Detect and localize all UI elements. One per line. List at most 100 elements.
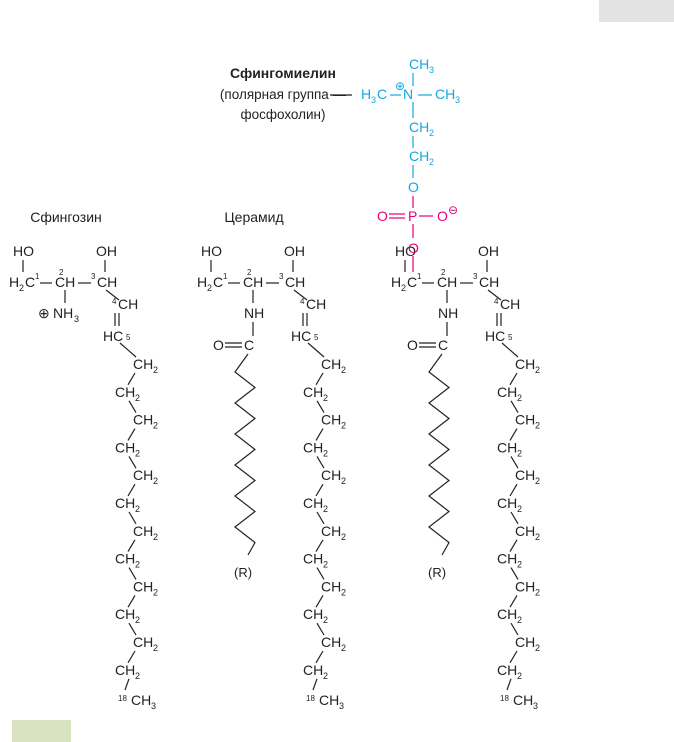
chain-bond [315,539,324,552]
subscript: 2 [153,476,158,486]
subscript: 2 [323,671,328,681]
chain-bond [128,622,137,636]
r-group-label: (R) [234,565,252,580]
p-double-o-label: O [377,208,388,224]
locant-4: 4 [300,297,305,306]
c4-ch-label: CH [118,296,138,312]
subscript: 2 [535,476,540,486]
subscript: 2 [517,671,522,681]
oh-label: OH [284,243,305,259]
chain-ch2: CH [303,495,323,511]
choline-ch2-b: CH [409,148,429,164]
chain-bond [501,342,519,358]
c3-c4-bond [487,289,502,301]
locant-5: 5 [314,333,319,342]
chain-ch2: CH [133,523,153,539]
locant-18: 18 [118,694,127,703]
subscript: 2 [341,532,346,542]
subscript: 2 [341,365,346,375]
amide-c-label: C [438,337,448,353]
terminal-ch3: CH [131,692,151,708]
sphingomyelin-title: Сфингомиелин [230,65,336,81]
chain-ch2: CH [115,551,135,567]
chain-bond [509,483,518,497]
subscript: 2 [323,504,328,514]
chain-bond [127,428,136,441]
locant-4: 4 [112,297,117,306]
chain-ch2: CH [133,578,153,594]
amide-o-label: O [407,337,418,353]
ceramide-label: Церамид [224,209,283,225]
plus-charge: ⊕ [38,305,50,321]
nh-label: NH [244,305,264,321]
h2c-label-c: C [25,274,35,290]
chain-bond [316,622,325,636]
chain-bond [312,678,318,691]
chain-bond [128,400,137,413]
h2c-label-c: C [213,274,223,290]
chain-bond [127,483,136,497]
c5-hc-label: HC [103,328,123,344]
chain-bond [510,622,519,636]
subscript: 2 [517,448,522,458]
locant-3: 3 [473,272,478,281]
chain-bond [128,456,137,469]
c3-ch-label: CH [97,274,117,290]
subscript: 2 [323,448,328,458]
chain-bond [307,342,325,358]
chain-ch2: CH [303,551,323,567]
chain-ch2: CH [303,439,323,455]
locant-4: 4 [494,297,499,306]
chain-ch2: CH [321,412,341,428]
subscript: 2 [517,560,522,570]
chain-ch2: CH [115,606,135,622]
chain-bond [128,511,137,525]
c4-ch-label: CH [306,296,326,312]
chain-ch2: CH [515,578,535,594]
chain-ch2: CH [497,439,517,455]
nh-label: NH [438,305,458,321]
subscript: 3 [339,701,344,711]
chain-ch2: CH [321,467,341,483]
grey-corner-box [599,0,674,22]
minus-charge: ⊖ [448,203,458,217]
c5-hc-label: HC [485,328,505,344]
chain-bond [509,650,518,664]
subscript: 3 [533,701,538,711]
subscript: 2 [207,283,212,293]
locant-18: 18 [306,694,315,703]
p-o-minus-label: O [437,208,448,224]
chain-ch2: CH [133,467,153,483]
chain-bond [315,595,324,608]
subscript: 2 [535,532,540,542]
chain-ch2: CH [321,634,341,650]
subscript: 2 [341,643,346,653]
r-group-label: (R) [428,565,446,580]
acyl-chain [234,353,256,556]
subscript: 3 [455,95,460,105]
bridge-o-label: O [408,240,419,256]
h2c-label: H [391,274,401,290]
subscript: 3 [429,65,434,75]
chain-bond [315,428,324,441]
chain-bond [128,567,137,580]
subscript: 2 [535,365,540,375]
locant-2: 2 [441,268,446,277]
subscript: 2 [19,283,24,293]
amide-o-label: O [213,337,224,353]
ho-label: HO [395,243,416,259]
chain-ch2: CH [321,356,341,372]
subscript: 2 [517,615,522,625]
choline-o-label: O [408,179,419,195]
chain-bond [316,456,325,469]
c3-c4-bond [105,289,120,301]
locant-5: 5 [126,333,131,342]
chain-bond [509,372,518,386]
chain-bond [510,567,519,580]
h3c-label-c: C [377,86,387,102]
subscript: 2 [153,532,158,542]
chain-ch2: CH [515,356,535,372]
subscript: 2 [517,393,522,403]
